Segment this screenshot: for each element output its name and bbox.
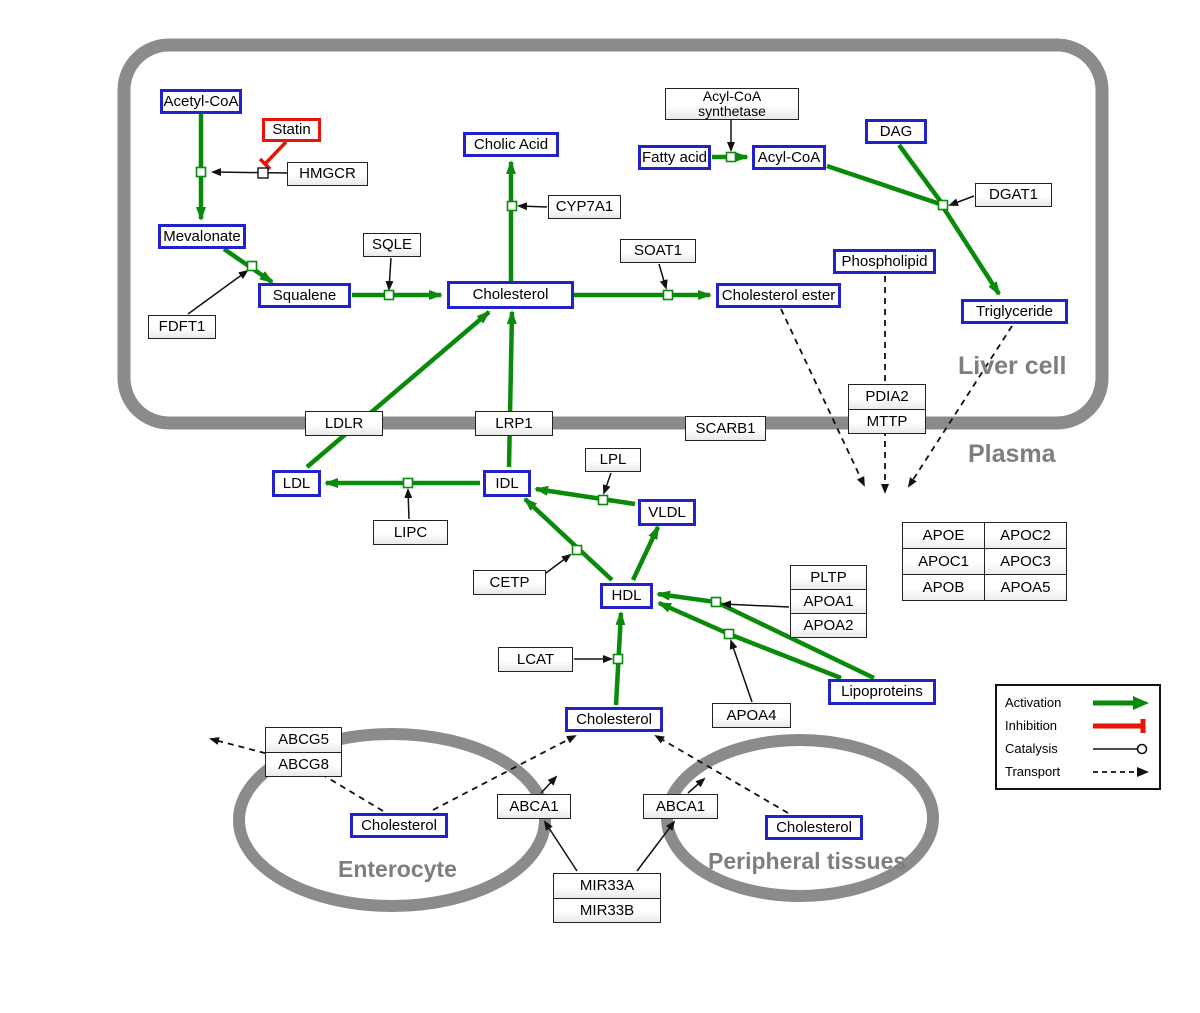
abcg5-abcg8-stack: ABCG5 ABCG8	[265, 727, 342, 777]
node-apoe[interactable]: APOE	[902, 522, 985, 549]
node-cholesterol-plasma[interactable]: Cholesterol	[565, 707, 663, 732]
pdia2-mttp-stack: PDIA2 MTTP	[848, 384, 926, 434]
node-cetp[interactable]: CETP	[473, 570, 546, 595]
node-idl[interactable]: IDL	[483, 470, 531, 497]
node-apoa1[interactable]: APOA1	[790, 589, 867, 614]
legend: Activation Inhibition Catalysis Transpor…	[995, 684, 1161, 790]
node-abcg5[interactable]: ABCG5	[265, 727, 342, 753]
node-scarb1[interactable]: SCARB1	[685, 416, 766, 441]
legend-transport-label: Transport	[1005, 764, 1061, 779]
node-lipoproteins[interactable]: Lipoproteins	[828, 679, 936, 705]
node-sqle[interactable]: SQLE	[363, 233, 421, 257]
inhibition-tbar-icon	[1093, 718, 1146, 733]
liver-cell-label: Liver cell	[958, 352, 1067, 380]
node-lrp1[interactable]: LRP1	[475, 411, 553, 436]
node-vldl[interactable]: VLDL	[638, 499, 696, 526]
node-fdft1[interactable]: FDFT1	[148, 315, 216, 339]
node-dag[interactable]: DAG	[865, 119, 927, 144]
node-pdia2[interactable]: PDIA2	[848, 384, 926, 410]
node-cholesterol-enterocyte[interactable]: Cholesterol	[350, 813, 448, 838]
legend-activation-label: Activation	[1005, 695, 1062, 710]
node-mttp[interactable]: MTTP	[848, 408, 926, 434]
peripheral-tissues-label: Peripheral tissues	[708, 848, 907, 874]
node-mir33a[interactable]: MIR33A	[553, 873, 661, 899]
node-apob[interactable]: APOB	[902, 574, 985, 601]
node-mir33b[interactable]: MIR33B	[553, 897, 661, 923]
plasma-label: Plasma	[968, 440, 1056, 468]
acyl-coa-synthetase-line1: Acyl-CoA	[702, 88, 762, 105]
node-apoa4[interactable]: APOA4	[712, 703, 791, 728]
node-cyp7a1[interactable]: CYP7A1	[548, 195, 621, 219]
legend-catalysis-row: Catalysis	[1005, 741, 1151, 757]
node-statin[interactable]: Statin	[262, 118, 321, 142]
node-hmgcr[interactable]: HMGCR	[287, 162, 368, 186]
legend-inhibition-row: Inhibition	[1005, 718, 1151, 734]
node-hdl[interactable]: HDL	[600, 583, 653, 609]
node-dgat1[interactable]: DGAT1	[975, 183, 1052, 207]
transport-dashed-arrow-icon	[1093, 766, 1149, 777]
node-phospholipid[interactable]: Phospholipid	[833, 249, 936, 274]
legend-transport-row: Transport	[1005, 764, 1151, 780]
activation-arrow-icon	[1093, 695, 1149, 710]
node-apoa5[interactable]: APOA5	[984, 574, 1067, 601]
node-cholesterol-peripheral[interactable]: Cholesterol	[765, 815, 863, 840]
catalysis-edges	[187, 120, 975, 872]
node-squalene[interactable]: Squalene	[258, 283, 351, 308]
enterocyte-label: Enterocyte	[338, 856, 457, 882]
node-apoa2[interactable]: APOA2	[790, 613, 867, 638]
node-ldl[interactable]: LDL	[272, 470, 321, 497]
node-apoc2[interactable]: APOC2	[984, 522, 1067, 549]
catalysis-circle-icon	[1093, 743, 1148, 754]
legend-inhibition-label: Inhibition	[1005, 718, 1058, 733]
node-pltp[interactable]: PLTP	[790, 565, 867, 590]
node-apoc1[interactable]: APOC1	[902, 548, 985, 575]
legend-activation-row: Activation	[1005, 695, 1151, 711]
node-abca1-peripheral[interactable]: ABCA1	[643, 794, 718, 819]
node-mevalonate[interactable]: Mevalonate	[158, 224, 246, 249]
acyl-coa-synthetase-line2: synthetase	[698, 103, 766, 119]
node-lpl[interactable]: LPL	[585, 448, 641, 472]
node-triglyceride[interactable]: Triglyceride	[961, 299, 1068, 324]
node-cholesterol-liver[interactable]: Cholesterol	[447, 281, 574, 309]
node-acyl-coa-synthetase[interactable]: Acyl-CoA synthetase	[665, 88, 799, 120]
node-lipc[interactable]: LIPC	[373, 520, 448, 545]
node-lcat[interactable]: LCAT	[498, 647, 573, 672]
node-soat1[interactable]: SOAT1	[620, 239, 696, 263]
node-cholesterol-ester[interactable]: Cholesterol ester	[716, 283, 841, 308]
node-fatty-acid[interactable]: Fatty acid	[638, 145, 711, 170]
pltp-apoa1-apoa2-stack: PLTP APOA1 APOA2	[790, 565, 867, 638]
node-ldlr[interactable]: LDLR	[305, 411, 383, 436]
node-abca1-enterocyte[interactable]: ABCA1	[497, 794, 571, 819]
liver-cell-membrane	[117, 38, 1109, 430]
node-cholic-acid[interactable]: Cholic Acid	[463, 132, 559, 157]
node-acetyl-coa[interactable]: Acetyl-CoA	[160, 89, 242, 114]
legend-catalysis-label: Catalysis	[1005, 741, 1058, 756]
node-acyl-coa[interactable]: Acyl-CoA	[752, 145, 826, 170]
catalysis-anchor-square	[257, 167, 269, 179]
mir33a-mir33b-stack: MIR33A MIR33B	[553, 873, 661, 923]
reaction-nodes	[195, 151, 949, 665]
node-abcg8[interactable]: ABCG8	[265, 751, 342, 777]
apolipoprotein-table: APOE APOC2 APOC1 APOC3 APOB APOA5	[902, 522, 1067, 601]
node-apoc3[interactable]: APOC3	[984, 548, 1067, 575]
